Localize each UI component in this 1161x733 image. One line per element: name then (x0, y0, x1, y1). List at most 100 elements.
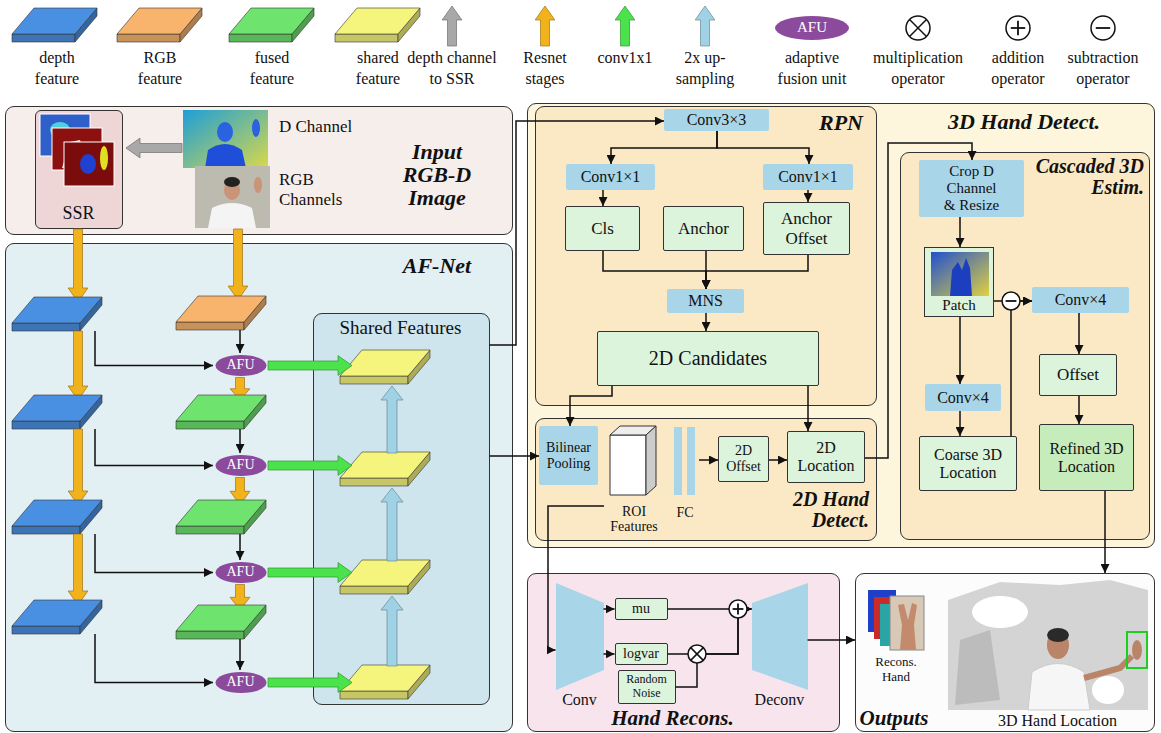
process-box: Coarse 3D Location (919, 436, 1017, 491)
caption-label: Recons. Hand (864, 655, 928, 685)
process-box: logvar (615, 643, 668, 665)
node-label: 2D Candidates (649, 347, 767, 369)
slab-front (340, 376, 408, 384)
legend-holder: multiplication operator (862, 48, 974, 90)
shared-feature (340, 452, 430, 486)
slab-front (176, 631, 244, 639)
recons-hand (898, 603, 917, 650)
panel-title: Shared Features (312, 318, 489, 338)
connector (490, 455, 540, 457)
label-holder: RGB Channels (279, 170, 351, 209)
legend-arrow (695, 6, 715, 46)
node-label: AFU (226, 357, 254, 373)
connector (611, 131, 717, 164)
node-label: Offset (1057, 365, 1099, 384)
node-label: Conv (562, 691, 597, 709)
legend-label: fused feature (236, 48, 308, 90)
afu-ellipse (215, 454, 266, 475)
node-label: Conv×4 (1055, 291, 1107, 309)
title-holder: Shared Features (312, 318, 489, 338)
legend-swatch (335, 8, 420, 42)
node-label: SSR (62, 203, 94, 223)
node-label: Crop D Channel & Resize (942, 163, 1002, 213)
decoder-block: Deconv (752, 583, 808, 711)
legend-holder: addition operator (976, 48, 1060, 90)
slab-top (340, 665, 430, 691)
node-label: ROI Features (604, 504, 664, 535)
point-cloud-patch (955, 630, 1000, 705)
connector (808, 639, 856, 641)
point-cloud-gap (972, 596, 1028, 628)
process-box: Conv×4 (1032, 287, 1129, 313)
fusion-input-line (239, 330, 241, 353)
legend-slab (12, 8, 97, 42)
slab-top (335, 8, 420, 34)
legend-arrow (535, 6, 555, 46)
depth-image-head (217, 122, 233, 142)
connector (865, 143, 972, 458)
process-box: Crop D Channel & Resize (919, 160, 1024, 217)
fused-feature (176, 605, 266, 639)
patch-hand (950, 258, 972, 296)
operator-stroke (910, 20, 927, 37)
resnet-stage-arrow (68, 429, 88, 505)
conv1x1-arrow (268, 356, 352, 376)
panel-title: RPN (811, 111, 871, 134)
fc-layer: FC (671, 425, 699, 523)
connector (676, 609, 752, 687)
slab-front (117, 34, 180, 42)
node-label: Conv1×1 (778, 168, 838, 186)
connector (717, 131, 809, 164)
legend-holder: conv1x1 (585, 48, 665, 69)
legend-label: addition operator (976, 48, 1060, 90)
depth-image-body (205, 144, 246, 168)
operator-stroke (910, 20, 927, 37)
connector (1104, 491, 1106, 573)
depth-image-hand (252, 119, 260, 137)
caption-label: 3D Hand Location (975, 712, 1140, 730)
slab-front (12, 526, 80, 534)
operator-symbol (1091, 16, 1115, 40)
upsampling-arrow (381, 596, 403, 666)
legend-label: Resnet stages (514, 48, 576, 90)
process-box: Anchor Offset (763, 202, 850, 255)
legend-holder: Resnet stages (514, 48, 576, 90)
resnet-stage-arrow (228, 229, 248, 300)
conv1x1-arrow (268, 563, 352, 583)
module-panel: 3D Hand Detect.RPNConv3×3Conv1×1Conv1×1C… (527, 103, 1155, 548)
legend-label: shared feature (342, 48, 414, 90)
panel-title: Cascaded 3D Estim. (1029, 156, 1144, 198)
title-holder: 2D Hand Detect. (767, 489, 869, 531)
operator-circle (1006, 16, 1030, 40)
trapezoid (752, 583, 808, 690)
operator-stroke (691, 648, 704, 661)
process-box: Conv3×3 (664, 109, 769, 131)
module-panel: Hand Recons.ConvmulogvarRandom NoiseDeco… (527, 573, 840, 732)
connector (699, 459, 718, 461)
operator-circle (1091, 16, 1115, 40)
slab-front (229, 34, 292, 42)
panel-title: Outputs (860, 707, 950, 729)
slab-top (176, 296, 266, 322)
slab-front (176, 526, 244, 534)
title-holder: Input RGB-D Image (390, 140, 485, 209)
slab-front (340, 478, 408, 486)
label-holder: AFU (775, 19, 849, 36)
fusion-unit: AFU (215, 354, 267, 377)
point-cloud (948, 580, 1148, 710)
connector (769, 459, 787, 461)
slab-front (176, 421, 244, 429)
operator-circle (906, 16, 930, 40)
operator-symbol (1006, 16, 1030, 40)
connector (706, 255, 808, 289)
node-label: AFU (226, 457, 254, 473)
connector (807, 386, 809, 431)
slab-top (12, 297, 102, 323)
operator-symbol (688, 645, 706, 663)
legend-label: conv1x1 (585, 48, 665, 69)
depth-map (64, 142, 114, 186)
person-hair (1047, 628, 1069, 642)
operator-stroke (1006, 300, 1017, 302)
panel-title: 2D Hand Detect. (767, 489, 869, 531)
shared-feature (340, 350, 430, 384)
